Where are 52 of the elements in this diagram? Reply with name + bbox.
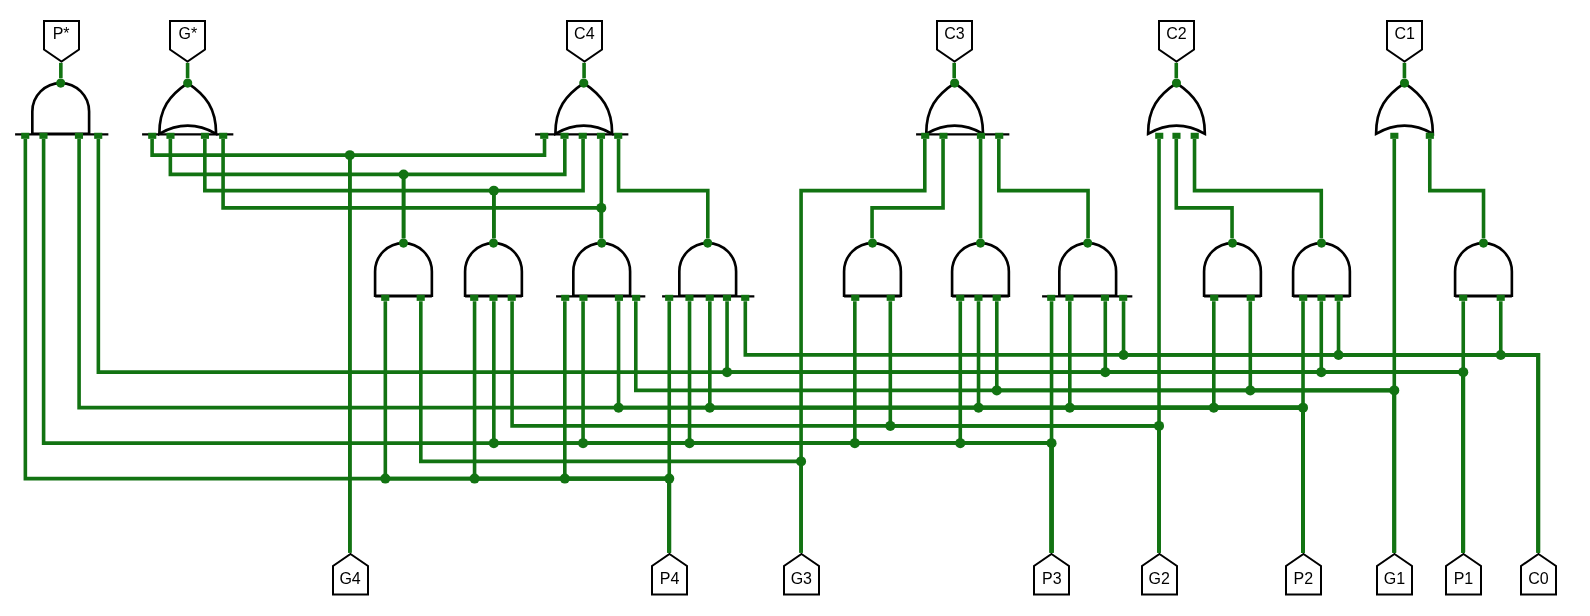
wire [997, 138, 1090, 239]
wire [870, 138, 945, 239]
pin-label: P1 [1452, 569, 1475, 588]
pin-label: G* [177, 25, 199, 44]
wire [1174, 62, 1179, 79]
pin-label: G2 [1147, 569, 1171, 588]
wire [582, 62, 586, 79]
input-pin [1140, 552, 1178, 596]
wire [599, 138, 604, 239]
pin-label: C1 [1393, 25, 1416, 44]
pin-label: C3 [943, 25, 966, 44]
wire [492, 138, 585, 239]
output-pin [1158, 20, 1195, 63]
wire [59, 62, 63, 79]
wire [616, 138, 710, 239]
pin-label: G3 [789, 569, 813, 588]
pin-label: C0 [1527, 569, 1550, 588]
wire [1461, 301, 1466, 553]
input-pin [1376, 552, 1414, 596]
output-pin [1386, 20, 1424, 63]
wire [1428, 138, 1486, 239]
pin-label: C4 [573, 25, 596, 44]
pin-label: P3 [1041, 569, 1063, 588]
wire [978, 138, 983, 239]
output-pin [42, 20, 80, 63]
wire [419, 301, 803, 553]
input-pin [651, 552, 688, 596]
input-pin [782, 552, 820, 596]
pin-label: P* [51, 25, 71, 44]
wire [1192, 138, 1324, 239]
pin-label: C2 [1165, 25, 1188, 44]
wire [1498, 301, 1541, 553]
pin-label: P2 [1292, 569, 1315, 588]
output-pin [169, 20, 207, 63]
output-pin [935, 20, 973, 63]
input-pin [331, 552, 369, 596]
wire [1248, 301, 1397, 553]
output-pin [565, 20, 603, 63]
wire [401, 138, 567, 239]
input-pin [1033, 552, 1071, 596]
input-pin [1445, 552, 1482, 596]
wire [1174, 138, 1234, 239]
pin-label: G1 [1382, 569, 1407, 588]
wire [1049, 301, 1054, 553]
wire [952, 62, 956, 79]
input-pin [1284, 552, 1322, 596]
wire [667, 301, 672, 553]
pin-label: P4 [658, 569, 681, 588]
input-pin [1520, 552, 1558, 596]
wire [888, 301, 1161, 553]
wire [348, 138, 547, 553]
pin-label: G4 [338, 569, 362, 588]
